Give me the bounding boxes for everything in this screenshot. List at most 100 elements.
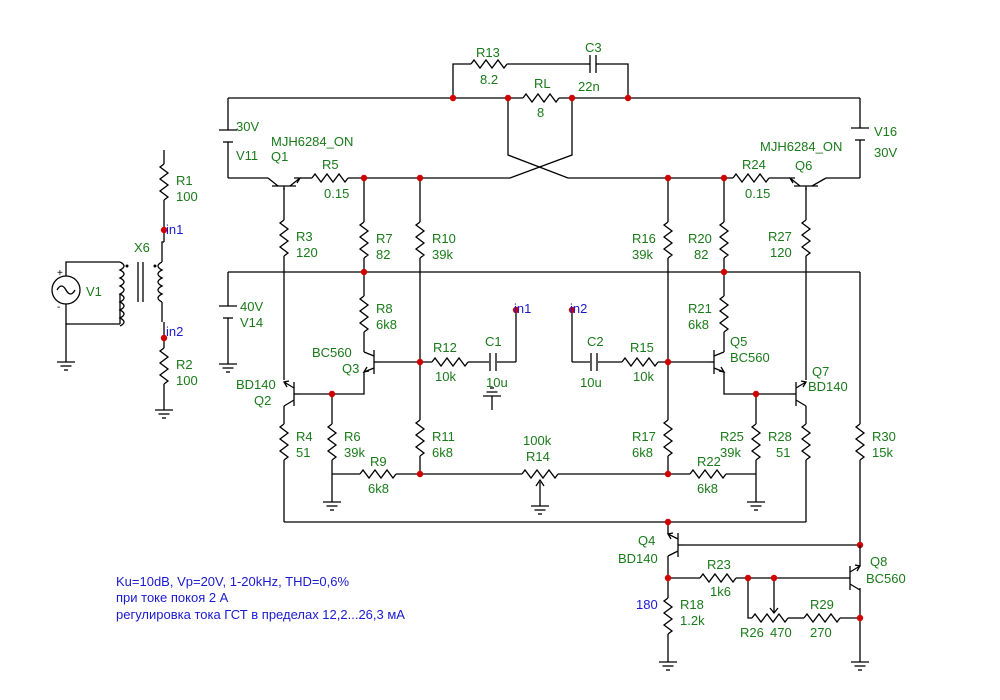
value-r22: 6k8 xyxy=(697,481,718,496)
label-q1: Q1 xyxy=(271,149,288,164)
value-q5: BC560 xyxy=(730,350,770,365)
value-r6: 39k xyxy=(344,445,365,460)
value-r17: 6k8 xyxy=(632,445,653,460)
label-r4: R4 xyxy=(296,429,313,444)
label-r23: R23 xyxy=(707,557,731,572)
label-r10: R10 xyxy=(432,231,456,246)
label-r22: R22 xyxy=(697,454,721,469)
label-r26: R26 xyxy=(740,625,764,640)
value-r26: 470 xyxy=(770,625,792,640)
label-r27: R27 xyxy=(768,229,792,244)
value-r24: 0.15 xyxy=(745,186,770,201)
ground-r18 xyxy=(658,647,678,671)
resistor-r18 xyxy=(663,597,673,635)
label-r3: R3 xyxy=(296,229,313,244)
label-r18: R18 xyxy=(680,597,704,612)
transformer-x6 xyxy=(118,261,164,327)
label-r8: R8 xyxy=(376,301,393,316)
note-line-3: регулировка тока ГСТ в пределах 12,2...2… xyxy=(116,607,405,622)
label-r9: R9 xyxy=(370,454,387,469)
label-q8: Q8 xyxy=(870,554,887,569)
value-r13: 8.2 xyxy=(480,72,498,87)
label-x6: X6 xyxy=(134,240,150,255)
potentiometer-r26 xyxy=(751,613,789,623)
label-r25: R25 xyxy=(720,429,744,444)
value-r10: 39k xyxy=(432,247,453,262)
label-r20: R20 xyxy=(688,231,712,246)
resistor-r16 xyxy=(663,221,673,259)
value-r28: 51 xyxy=(776,445,790,460)
value-q1: MJH6284_ON xyxy=(271,134,353,149)
resistor-r9 xyxy=(359,469,397,479)
net-in1-left: in1 xyxy=(166,222,183,237)
value-r23: 1k6 xyxy=(710,584,731,599)
value-r5: 0.15 xyxy=(324,186,349,201)
resistor-r27 xyxy=(801,219,811,257)
value-r18-alt: 180 xyxy=(636,597,658,612)
value-r11: 6k8 xyxy=(432,445,453,460)
value-r7: 82 xyxy=(376,247,390,262)
ground-r25 xyxy=(746,487,766,511)
label-q2: Q2 xyxy=(254,393,271,408)
value-r1: 100 xyxy=(176,189,198,204)
label-q3: Q3 xyxy=(342,361,359,376)
resistor-r6 xyxy=(327,423,337,461)
value-r30: 15k xyxy=(872,445,893,460)
note-line-1: Ku=10dB, Vp=20V, 1-20kHz, THD=0,6% xyxy=(116,574,350,589)
resistor-r7 xyxy=(359,221,369,259)
value-r9: 6k8 xyxy=(368,481,389,496)
label-c1: C1 xyxy=(485,334,502,349)
resistor-r1 xyxy=(159,163,169,201)
resistor-r24 xyxy=(732,173,770,183)
capacitors xyxy=(489,55,599,371)
value-r14: 100k xyxy=(523,433,552,448)
label-r11: R11 xyxy=(432,429,455,444)
resistor-r3 xyxy=(279,219,289,257)
value-r29: 270 xyxy=(810,625,832,640)
resistor-rl xyxy=(522,93,560,103)
value-v11: 30V xyxy=(236,119,259,134)
label-r6: R6 xyxy=(344,429,361,444)
value-q8: BC560 xyxy=(866,571,906,586)
svg-text:-: - xyxy=(57,302,60,313)
label-r15: R15 xyxy=(630,340,654,355)
junction-dots xyxy=(160,94,864,622)
resistors xyxy=(159,59,865,635)
value-r18: 1.2k xyxy=(680,613,705,628)
note-line-2: при токе покоя 2 А xyxy=(116,590,229,605)
value-r20: 82 xyxy=(694,247,708,262)
notes: Ku=10dB, Vp=20V, 1-20kHz, THD=0,6% при т… xyxy=(116,574,405,622)
resistor-r30 xyxy=(855,423,865,461)
resistor-r4 xyxy=(279,423,289,461)
component-labels: R13 8.2 C3 22n RL 8 30V V11 MJH6284_ON Q… xyxy=(86,40,906,640)
label-r13: R13 xyxy=(476,45,500,60)
resistor-r28 xyxy=(801,423,811,461)
net-labels: in1 in2 in1 in2 xyxy=(166,222,587,339)
value-q3: BC560 xyxy=(312,345,352,360)
label-r2: R2 xyxy=(176,357,193,372)
resistor-r20 xyxy=(719,221,729,259)
value-r4: 51 xyxy=(296,445,310,460)
svg-text:+: + xyxy=(57,268,63,279)
label-c2: C2 xyxy=(587,334,604,349)
ground-r2 xyxy=(154,395,174,419)
value-q6: MJH6284_ON xyxy=(760,139,842,154)
net-in1-right: in1 xyxy=(514,301,531,316)
resistor-r21 xyxy=(719,295,729,333)
label-q7: Q7 xyxy=(812,364,829,379)
label-rl: RL xyxy=(534,76,551,91)
value-r12: 10k xyxy=(435,369,456,384)
value-v14: 40V xyxy=(240,299,263,314)
value-r3: 120 xyxy=(296,245,318,260)
label-r14: R14 xyxy=(526,449,550,464)
resistor-r13 xyxy=(470,59,508,69)
potentiometer-r14 xyxy=(521,469,559,479)
label-r5: R5 xyxy=(322,157,339,172)
ground-v14 xyxy=(218,349,238,373)
value-r21: 6k8 xyxy=(688,317,709,332)
value-r2: 100 xyxy=(176,373,198,388)
value-q2: BD140 xyxy=(236,377,276,392)
label-v16: V16 xyxy=(874,124,897,139)
resistor-r2 xyxy=(159,347,169,385)
